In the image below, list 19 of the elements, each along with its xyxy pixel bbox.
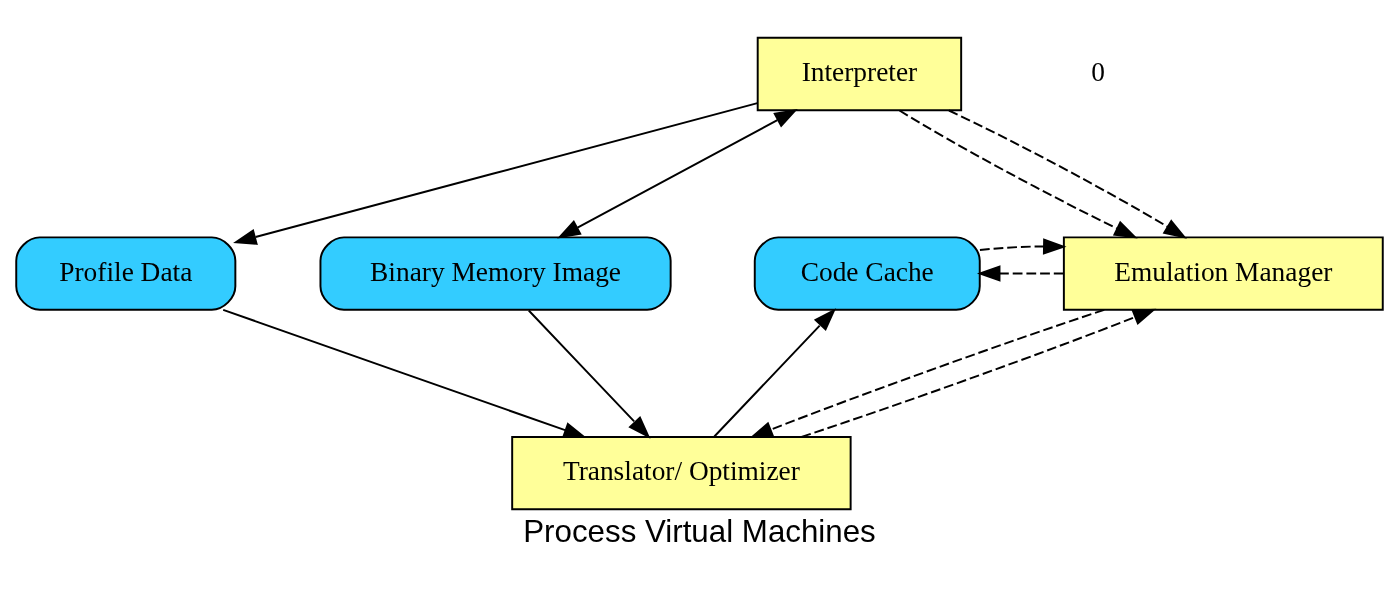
arrow [527, 309, 651, 439]
arrow [800, 308, 1157, 438]
node-box: Profile Data [15, 236, 237, 311]
caption: Process Virtual Machines [523, 514, 876, 550]
node-box: Binary Memory Image [319, 236, 672, 311]
arrow [557, 109, 798, 239]
label: 0 [1091, 57, 1105, 88]
node-box: Code Cache [753, 236, 981, 311]
arrow [978, 238, 1067, 255]
arrow [749, 308, 1106, 438]
arrow [948, 109, 1187, 239]
arrow [976, 265, 1065, 282]
node-box: Emulation Manager [1062, 236, 1384, 311]
arrow [222, 308, 587, 438]
arrow [713, 308, 837, 438]
arrow [898, 109, 1138, 239]
arrow [233, 102, 759, 245]
node-box: Interpreter [756, 36, 963, 112]
node-box: Translator/ Optimizer [511, 435, 852, 511]
